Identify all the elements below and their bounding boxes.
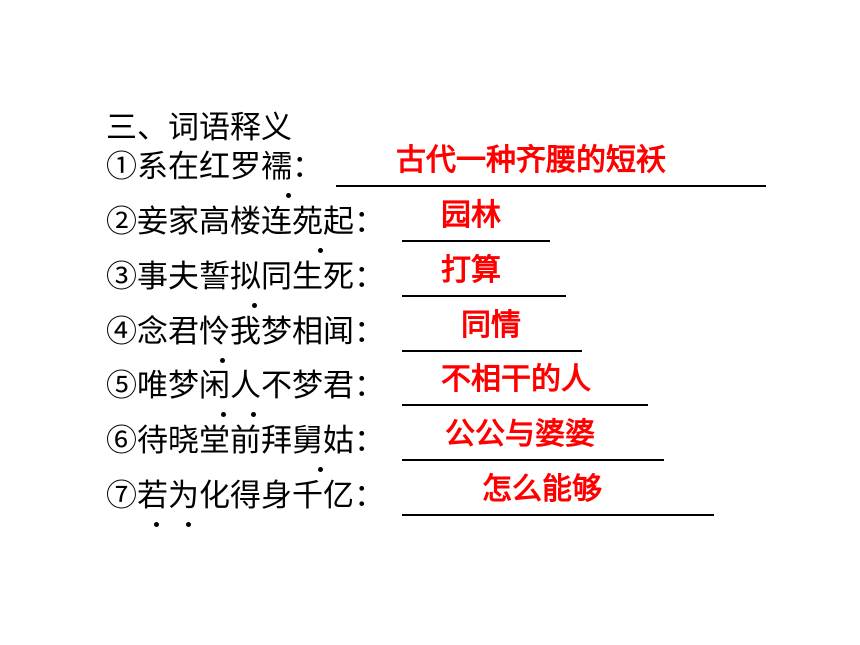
emphasis-dot [252, 303, 257, 308]
item-answer-6: 公公与婆婆 [445, 417, 595, 452]
emphasis-dot [154, 522, 159, 527]
item-answer-4: 同情 [461, 308, 521, 343]
section-title: 三、词语释义 [106, 110, 292, 146]
item-answer-7: 怎么能够 [482, 472, 602, 507]
answer-blank-6 [402, 459, 664, 461]
emphasis-dot [286, 193, 291, 198]
item-question-2: ②妾家高楼连苑起： [106, 204, 385, 240]
emphasis-dot [318, 248, 323, 253]
item-row-3: ③事夫誓拟同生死： 打算 [106, 251, 826, 308]
answer-blank-3 [402, 295, 566, 297]
item-row-2: ②妾家高楼连苑起： 园林 [106, 196, 826, 253]
item-answer-2: 园林 [441, 198, 501, 233]
item-answer-3: 打算 [441, 253, 501, 288]
answer-blank-5 [402, 404, 648, 406]
item-answer-5: 不相干的人 [441, 362, 591, 397]
item-row-6: ⑥待晓堂前拜舅姑： 公公与婆婆 [106, 415, 826, 472]
item-row-1: ①系在红罗襦： 古代一种齐腰的短袄 [106, 141, 826, 198]
item-question-3: ③事夫誓拟同生死： [106, 259, 385, 295]
item-row-7: ⑦若为化得身千亿： 怎么能够 [106, 470, 826, 527]
emphasis-dot [318, 467, 323, 472]
emphasis-dot [220, 358, 225, 363]
answer-blank-2 [402, 240, 550, 242]
emphasis-dot [186, 522, 191, 527]
emphasis-dot [251, 412, 256, 417]
emphasis-dot [221, 412, 226, 417]
answer-blank-4 [402, 350, 582, 352]
item-answer-1: 古代一种齐腰的短袄 [396, 143, 666, 178]
item-question-4: ④念君怜我梦相闻： [106, 314, 385, 350]
item-question-7: ⑦若为化得身千亿： [106, 478, 385, 514]
answer-blank-7 [402, 514, 714, 516]
item-question-6: ⑥待晓堂前拜舅姑： [106, 423, 385, 459]
item-row-5: ⑤唯梦闲人不梦君： 不相干的人 [106, 360, 826, 417]
item-row-4: ④念君怜我梦相闻： 同情 [106, 306, 826, 363]
answer-blank-1 [336, 185, 766, 187]
item-question-1: ①系在红罗襦： [106, 149, 323, 185]
item-question-5: ⑤唯梦闲人不梦君： [106, 368, 385, 404]
